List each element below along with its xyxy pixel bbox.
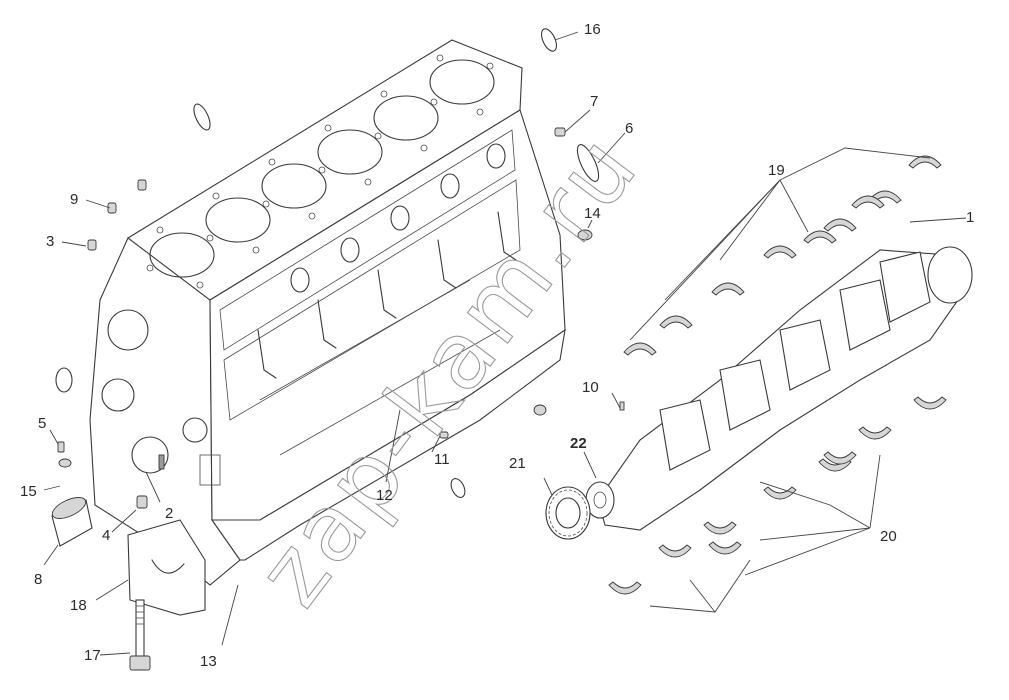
callout-label: 11 — [434, 451, 450, 468]
bearing-shell — [623, 342, 657, 356]
callout-label: 13 — [200, 653, 217, 670]
bearing-shell — [803, 230, 837, 244]
callout-label: 14 — [584, 205, 601, 222]
leader-lines — [43, 31, 967, 656]
callout-label: 18 — [70, 597, 87, 614]
bearing-shell — [708, 541, 742, 555]
callout-label: 22 — [570, 435, 587, 452]
bearing-shell — [659, 315, 693, 329]
bearing-shell — [763, 486, 797, 500]
bearing-shell — [823, 451, 857, 465]
crank-throws — [659, 251, 931, 471]
callout-label: 8 — [34, 571, 42, 588]
bearing-shell — [711, 282, 745, 296]
callout-label: 21 — [509, 455, 526, 472]
callout-label: 19 — [768, 162, 785, 179]
bearing-shell — [763, 245, 797, 259]
callout-label: 15 — [20, 483, 37, 500]
bearing-shell — [858, 426, 892, 440]
callout-label: 3 — [46, 233, 54, 250]
bearing-shell — [913, 396, 947, 410]
bearing-shell — [658, 544, 692, 558]
callout-label: 9 — [70, 191, 78, 208]
callout-label: 17 — [84, 647, 101, 664]
deck-bolt-holes — [146, 54, 494, 289]
cylinder-liner — [51, 497, 93, 547]
callout-label: 16 — [584, 21, 601, 38]
main-bearing-cap — [127, 519, 206, 616]
upper-bearing-shells — [623, 155, 942, 356]
lower-bearing-shells — [608, 396, 947, 595]
bearing-shell — [608, 581, 642, 595]
bearing-shell — [823, 218, 857, 232]
bearing-shell — [851, 195, 885, 209]
callout-label: 5 — [38, 415, 46, 432]
callout-labels: 1 2 3 4 5 6 7 8 9 10 11 12 13 14 15 16 1… — [20, 21, 974, 670]
bearing-shell — [703, 521, 737, 535]
callout-label: 20 — [880, 528, 897, 545]
loose-parts — [55, 28, 625, 509]
engine-block — [89, 39, 566, 586]
callout-label: 2 — [165, 505, 173, 522]
callout-label: 10 — [582, 379, 599, 396]
callout-label: 7 — [590, 93, 598, 110]
callout-label: 12 — [376, 487, 393, 504]
callout-label: 1 — [966, 209, 974, 226]
cylinder-bores — [149, 59, 495, 278]
callout-label: 4 — [102, 527, 110, 544]
crankshaft — [585, 246, 973, 531]
crank-gear — [545, 486, 591, 540]
callout-label: 6 — [625, 120, 633, 137]
cap-bolt — [129, 599, 151, 671]
